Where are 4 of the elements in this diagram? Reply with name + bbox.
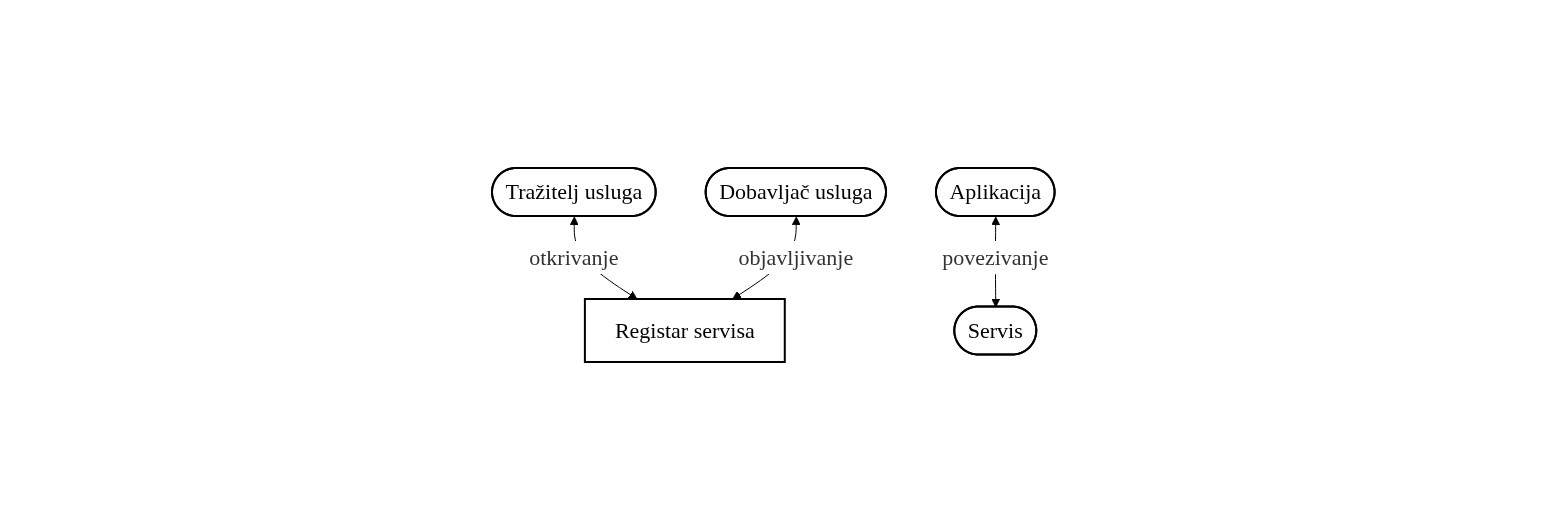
edge-label: povezivanje	[942, 244, 1049, 270]
edge-label: objavljivanje	[738, 244, 854, 270]
node-box: Registar servisa	[584, 297, 786, 363]
edge-label: otkrivanje	[529, 244, 619, 270]
